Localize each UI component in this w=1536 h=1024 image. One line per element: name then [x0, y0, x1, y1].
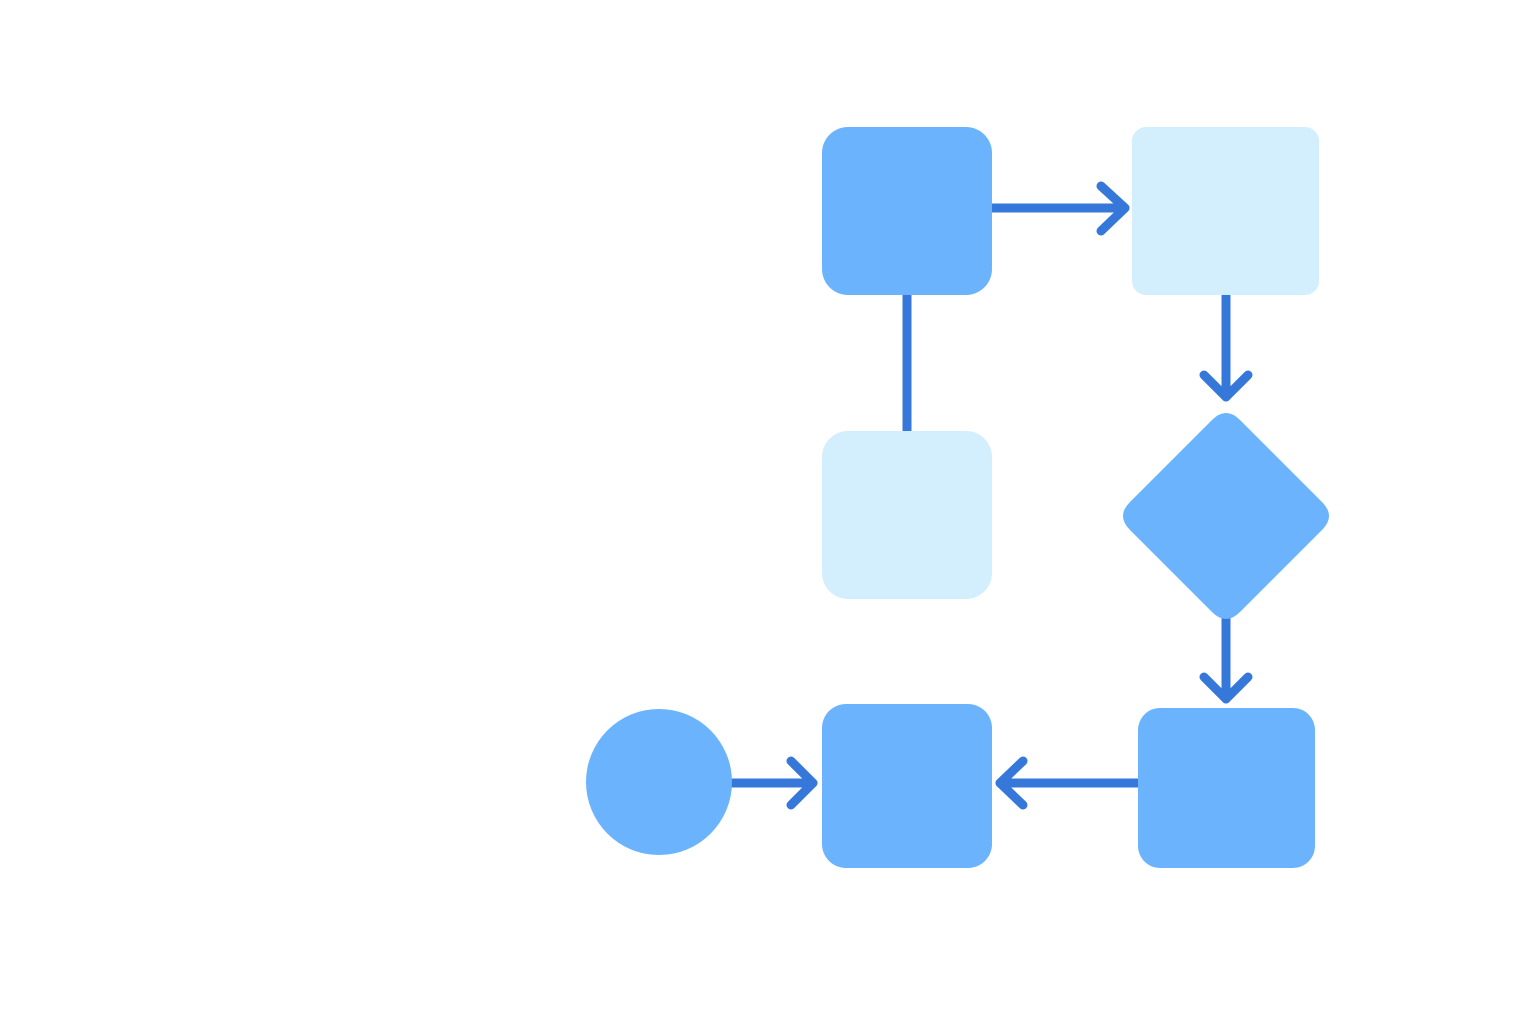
arrowhead-down-icon	[1199, 370, 1253, 402]
node-middle-left-box	[822, 431, 992, 599]
arrowhead-right-icon	[786, 756, 818, 810]
node-start-circle	[586, 709, 732, 855]
connector-bottom-right-to-bottom-middle	[995, 756, 1143, 810]
nodes	[586, 127, 1329, 868]
node-bottom-right-box	[1138, 708, 1315, 868]
connector-top-left-to-top-right	[987, 181, 1130, 236]
arrowhead-right-icon	[1096, 181, 1130, 236]
arrowhead-down-icon	[1199, 672, 1253, 704]
node-top-left-box	[822, 127, 992, 295]
connector-top-right-to-diamond	[1199, 289, 1253, 402]
connectors	[726, 181, 1253, 810]
connector-circle-to-bottom-middle	[726, 756, 818, 810]
arrowhead-left-icon	[995, 756, 1028, 810]
node-decision-diamond	[1123, 413, 1329, 619]
node-top-right-box	[1132, 127, 1319, 295]
connector-diamond-to-bottom-right	[1199, 613, 1253, 704]
node-bottom-middle-box	[822, 704, 992, 868]
